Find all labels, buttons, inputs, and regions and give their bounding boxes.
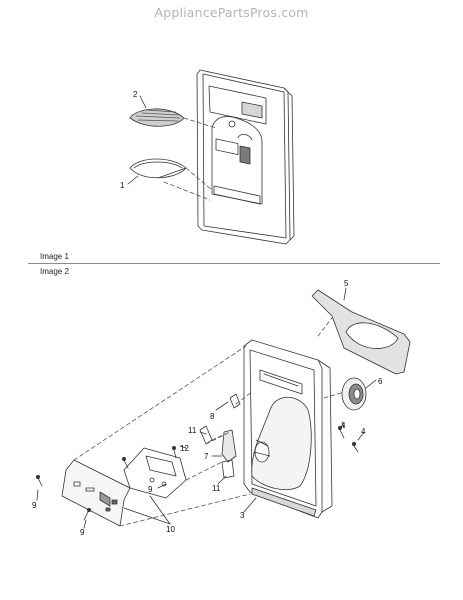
callout-1: 1 <box>120 181 125 190</box>
callout-8: 8 <box>210 412 215 421</box>
dispenser-housing <box>243 339 333 519</box>
drip-tray <box>129 158 187 179</box>
section-label-image-2: Image 2 <box>40 267 69 276</box>
control-board <box>61 459 131 527</box>
callout-6: 6 <box>378 377 383 386</box>
section-divider <box>28 263 440 264</box>
callout-4-a: 4 <box>341 421 346 430</box>
callout-11-a: 11 <box>188 426 197 435</box>
site-watermark: AppliancePartsPros.com <box>154 5 309 20</box>
callout-12: 12 <box>180 444 189 453</box>
drip-tray-grille <box>129 108 185 127</box>
round-cap <box>341 377 367 411</box>
top-trim-piece <box>311 289 411 375</box>
callout-3: 3 <box>240 511 245 520</box>
alignment-lines-image-1 <box>163 117 217 201</box>
screws <box>36 425 359 521</box>
callout-4-b: 4 <box>361 427 366 436</box>
alignment-lines-image-2 <box>73 317 345 527</box>
callout-7: 7 <box>204 452 209 461</box>
callout-9-c: 9 <box>80 528 85 537</box>
control-bracket <box>123 447 187 499</box>
dispenser-front-panel <box>196 69 295 245</box>
callout-9-b: 9 <box>32 501 37 510</box>
callout-2: 2 <box>133 90 138 99</box>
callout-5: 5 <box>344 279 349 288</box>
callout-9-a: 9 <box>148 485 153 494</box>
callout-11-b: 11 <box>212 484 221 493</box>
callout-10: 10 <box>166 525 175 534</box>
section-label-image-1: Image 1 <box>40 252 69 261</box>
lever-and-brackets <box>199 393 241 479</box>
